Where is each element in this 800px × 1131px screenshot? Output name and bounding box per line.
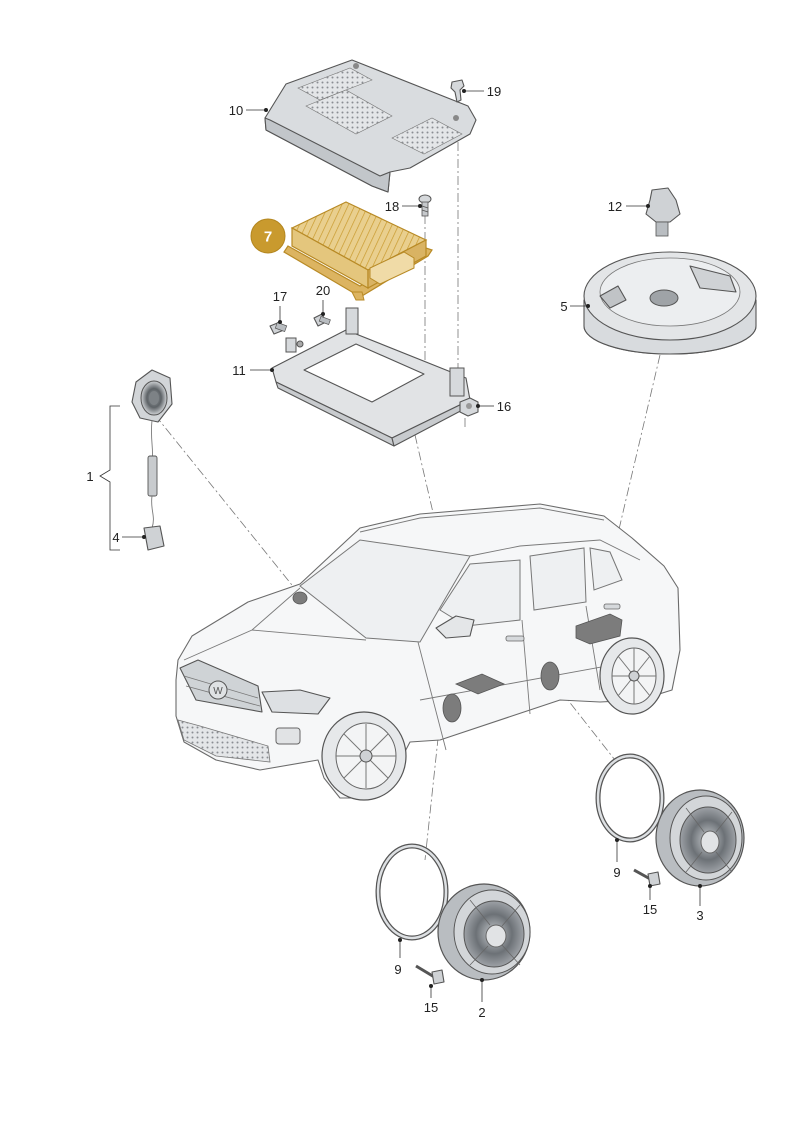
part-10-cover <box>264 59 477 193</box>
callout-7-badge[interactable]: 7 <box>250 218 286 254</box>
callout-3[interactable]: 3 <box>696 908 703 923</box>
part-4-connector <box>143 525 165 551</box>
callout-1[interactable]: 1 <box>86 469 93 484</box>
bracket-1 <box>99 405 120 551</box>
part-3-speaker <box>655 789 745 887</box>
part-5-subwoofer <box>583 251 757 355</box>
callout-15-front[interactable]: 15 <box>424 1000 438 1015</box>
callout-12[interactable]: 12 <box>608 199 622 214</box>
assignment-lines <box>154 125 661 861</box>
callout-20[interactable]: 20 <box>316 283 330 298</box>
part-15-screw-front <box>415 964 445 985</box>
vehicle-body: W <box>175 503 681 801</box>
callout-2[interactable]: 2 <box>478 1005 485 1020</box>
callout-9-rear[interactable]: 9 <box>613 865 620 880</box>
callout-19[interactable]: 19 <box>487 84 501 99</box>
callout-10[interactable]: 10 <box>229 103 243 118</box>
callout-15-rear[interactable]: 15 <box>643 902 657 917</box>
part-15-screw-rear <box>633 868 661 887</box>
part-7-control-unit[interactable] <box>283 201 433 301</box>
callout-5[interactable]: 5 <box>560 299 567 314</box>
part-11-bracket <box>271 307 471 447</box>
callout-18[interactable]: 18 <box>385 199 399 214</box>
part-12-connector <box>645 187 681 237</box>
part-16-nut <box>459 397 479 417</box>
callout-4[interactable]: 4 <box>112 530 119 545</box>
callout-17[interactable]: 17 <box>273 289 287 304</box>
svg-text:W: W <box>213 686 223 697</box>
callout-9-front[interactable]: 9 <box>394 962 401 977</box>
part-20-screw <box>313 313 331 327</box>
callout-7-label: 7 <box>264 229 272 246</box>
callout-leaders <box>122 89 702 1002</box>
part-9-ring-rear <box>595 753 665 843</box>
callout-16[interactable]: 16 <box>497 399 511 414</box>
part-2-speaker <box>437 883 531 981</box>
part-17-screw <box>269 321 288 335</box>
part-19-clip <box>450 79 465 103</box>
callout-numbers: 10 19 18 12 5 17 20 11 16 1 4 9 15 2 9 1… <box>86 84 703 1020</box>
part-18-screw <box>418 194 432 217</box>
part-9-ring-front <box>375 843 449 941</box>
callout-11[interactable]: 11 <box>232 363 246 378</box>
part-1-tweeter <box>131 369 173 529</box>
